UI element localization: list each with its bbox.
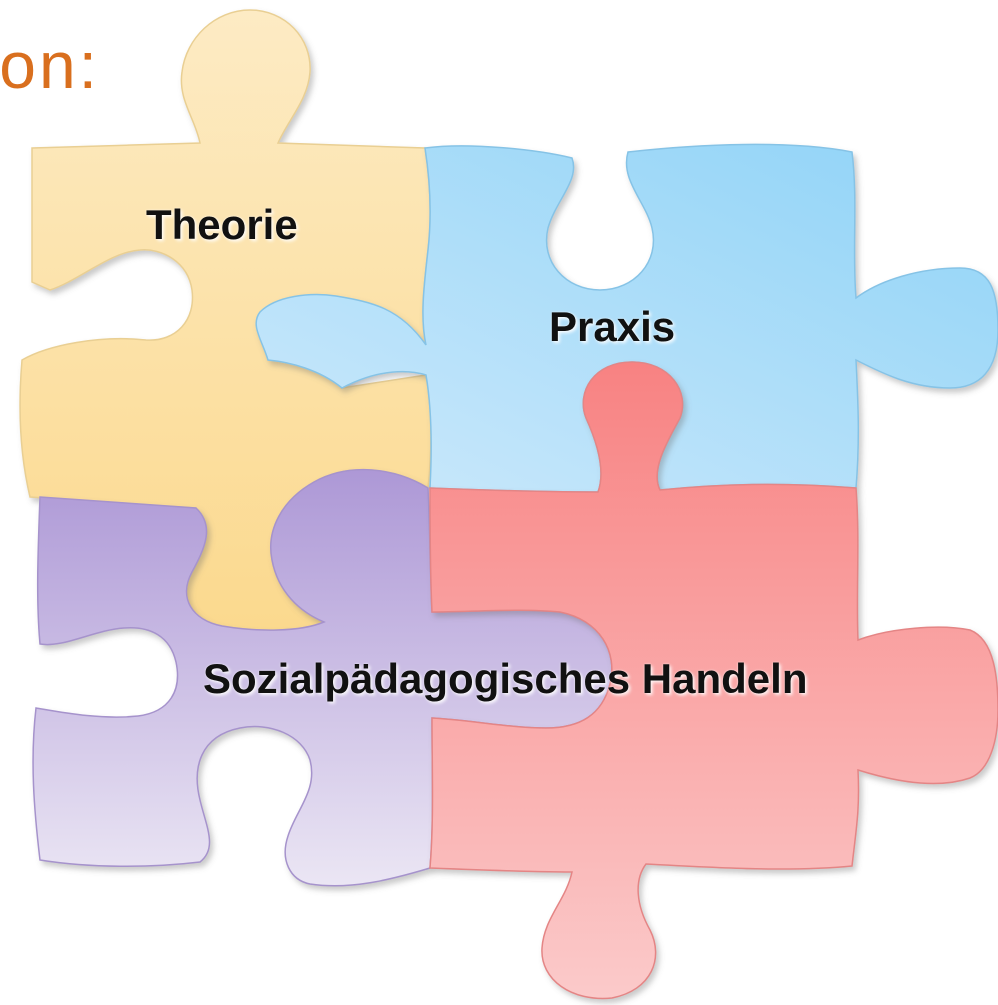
puzzle-piece-action-purple: [32, 468, 613, 887]
puzzle-label-practice: Praxis: [549, 303, 676, 350]
puzzle-label-action: Sozialpädagogisches Handeln: [203, 655, 808, 702]
slide-title-fragment: on:: [0, 28, 100, 102]
puzzle-piece-action-red: [429, 361, 998, 1000]
puzzle-label-theory: Theorie: [146, 201, 298, 248]
